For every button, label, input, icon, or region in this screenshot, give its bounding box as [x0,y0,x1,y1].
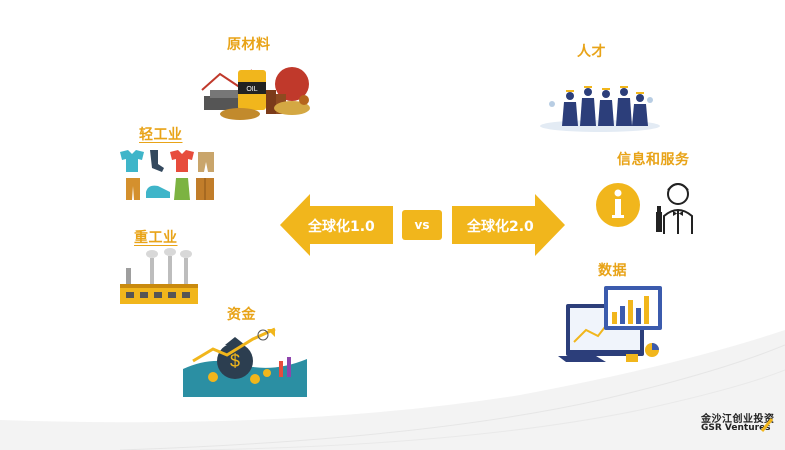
svg-text:$: $ [230,351,240,371]
capital-money-icon: $ [183,327,307,397]
talent-label: 人才 [577,44,606,60]
globalization-2-label: 全球化2.0 [467,219,534,235]
graduates-icon [540,86,660,132]
data-label: 数据 [598,263,627,279]
data-analytics-icon [558,286,662,362]
raw-materials-label: 原材料 [227,37,271,53]
brand-name-cn: 金沙江创业投资 [701,414,775,425]
globalization-1-arrow [280,194,393,256]
capital-label: 资金 [227,307,256,323]
heavy-industry-label: 重工业 [134,230,178,246]
factory-icon [120,248,198,304]
vs-badge: vs [402,210,442,240]
light-industry-label: 轻工业 [139,127,183,143]
info-services-label: 信息和服务 [617,152,690,168]
oil-text: OIL [246,86,257,93]
clothing-icon [120,150,214,200]
globalization-2-arrow [452,194,565,256]
waiter-icon [656,183,693,234]
brand-slash-icon [760,418,774,432]
globalization-1-label: 全球化1.0 [308,219,375,235]
raw-materials-icon: OIL [201,67,310,120]
brand-name-en: GSR Ventures [701,423,771,433]
info-icon [596,183,640,227]
